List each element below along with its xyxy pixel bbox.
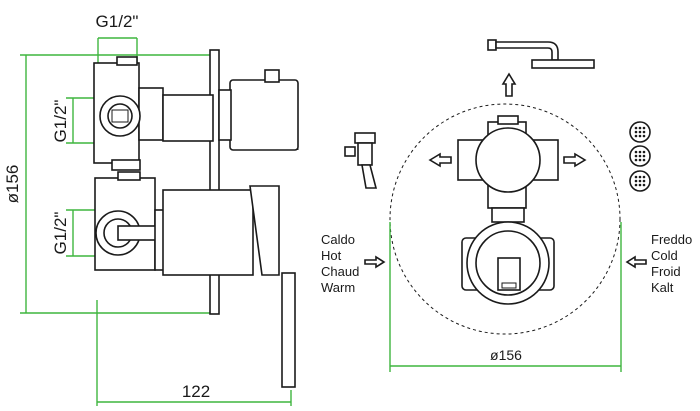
wall-plate	[209, 49, 220, 315]
diverter-knob-button	[264, 69, 280, 83]
upper-body-side	[138, 87, 164, 141]
front-view: ø156 Caldo Hot Chaud Warm Freddo Cold Fr…	[321, 39, 692, 372]
side-view: G1/2" ø156 G1/2" G1/2" 122	[3, 12, 299, 406]
hot-inlet-arrow-icon	[364, 255, 386, 269]
diverter-knob-neck	[218, 89, 232, 141]
cold-label-fr: Froid	[651, 264, 681, 279]
depth-label: 122	[182, 382, 210, 401]
hot-label-de: Warm	[321, 280, 355, 295]
arrow-right-icon	[563, 152, 587, 168]
thread-top-label: G1/2"	[96, 12, 139, 31]
upper-inlet-core	[111, 109, 129, 123]
shower-head-icon	[487, 39, 595, 69]
lower-top-cap	[117, 171, 141, 181]
upper-spindle	[162, 94, 214, 142]
hand-shower-icon	[344, 132, 378, 189]
cross-center	[475, 127, 541, 193]
arrow-up-icon	[501, 72, 517, 97]
thread-upper-label: G1/2"	[51, 100, 70, 143]
mixer-handle-body	[162, 189, 254, 276]
cross-top-cap	[497, 115, 519, 125]
plate-diameter-label: ø156	[490, 347, 522, 363]
cold-inlet-arrow-icon	[625, 255, 647, 269]
upper-top-cap	[116, 56, 138, 66]
diverter-knob	[229, 79, 299, 151]
hot-label-it: Caldo	[321, 232, 355, 247]
wall-plate-outline	[389, 103, 621, 335]
cold-label-de: Kalt	[651, 280, 674, 295]
cold-label-en: Cold	[651, 248, 678, 263]
hot-label-en: Hot	[321, 248, 342, 263]
mixer-cartridge	[497, 257, 521, 291]
mixer-lever	[281, 272, 296, 388]
upper-bottom-cap	[111, 159, 141, 171]
body-jet-icon	[629, 121, 651, 192]
cold-label-it: Freddo	[651, 232, 692, 247]
height-label: ø156	[3, 165, 22, 204]
thread-lower-label: G1/2"	[51, 212, 70, 255]
mixer-handle-wedge	[249, 185, 280, 276]
arrow-left-icon	[428, 152, 452, 168]
mixer-cartridge-tip	[501, 282, 517, 289]
hot-label-fr: Chaud	[321, 264, 359, 279]
cross-connector	[491, 207, 525, 223]
